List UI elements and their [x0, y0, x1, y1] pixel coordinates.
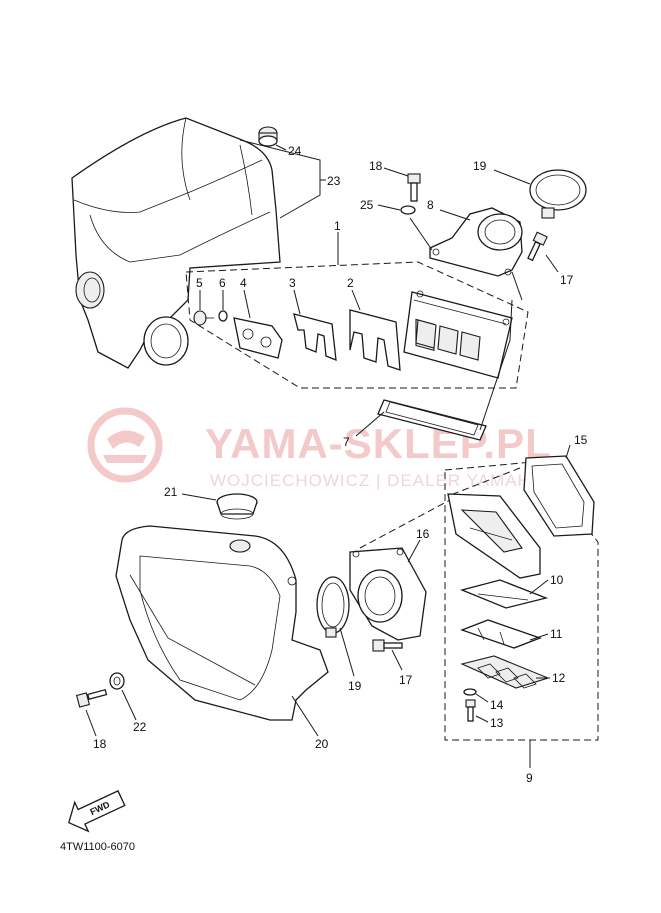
part-19-clamp-top: [529, 169, 587, 219]
part-22-washer: [109, 672, 125, 690]
part-16-joint: [349, 547, 427, 641]
reed-valve-right: [447, 493, 541, 579]
callout-14: 14: [490, 698, 504, 712]
part-12-plate: [460, 655, 550, 689]
callout-18-bottom: 18: [93, 737, 107, 751]
callout-11: 11: [550, 627, 563, 641]
part-7-gasket: [377, 399, 487, 441]
part-3-reed: [293, 313, 337, 362]
callout-10: 10: [550, 573, 564, 587]
reed-valve-body: [403, 290, 513, 379]
watermark-logo: [87, 407, 163, 483]
part-21-grommet: [216, 493, 258, 520]
callout-17-bottom: 17: [399, 673, 413, 687]
callout-7: 7: [343, 435, 350, 449]
callout-18-top: 18: [369, 159, 383, 173]
part-8-joint: [429, 207, 523, 277]
part-13-screw: [465, 699, 476, 722]
part-19-clamp-bottom: [316, 576, 350, 638]
callout-3: 3: [289, 276, 296, 290]
fwd-arrow-icon: FWD: [68, 790, 126, 833]
assembly-9-boundary: [444, 461, 599, 741]
callout-20: 20: [315, 737, 329, 751]
watermark-dealer: WOJCIECHOWICZ | DEALER YAMAHA: [210, 471, 543, 490]
part-11-stopper: [460, 619, 542, 649]
callout-16: 16: [416, 527, 430, 541]
part-18-bolt-top: [407, 173, 421, 202]
callout-19-top: 19: [473, 159, 487, 173]
part-14-washer: [463, 688, 477, 696]
part-18-bolt-bottom: [75, 688, 108, 708]
callout-24: 24: [288, 144, 302, 158]
part-15-gasket: [523, 455, 595, 537]
part-17-screw-top: [527, 231, 548, 262]
callout-2: 2: [347, 276, 354, 290]
callout-17-top: 17: [560, 273, 574, 287]
part-20-case-body: [115, 525, 329, 721]
callout-12: 12: [552, 671, 566, 685]
part-25-washer: [400, 205, 416, 215]
callout-19-bottom: 19: [348, 679, 362, 693]
callout-4: 4: [240, 276, 247, 290]
callout-15: 15: [574, 433, 588, 447]
air-cleaner-case: [71, 117, 281, 369]
callout-9: 9: [526, 771, 533, 785]
part-2-reed: [349, 309, 401, 371]
part-4-stopper: [233, 317, 283, 359]
watermark: YAMA-SKLEP.PL WOJCIECHOWICZ | DEALER YAM…: [87, 407, 552, 490]
diagram-code: 4TW1100-6070: [60, 841, 135, 853]
callout-21: 21: [164, 485, 178, 499]
part-5-screw: [193, 310, 214, 326]
watermark-brand: YAMA-SKLEP.PL: [205, 420, 552, 467]
assembly-1-boundary: [185, 261, 529, 389]
callout-13: 13: [490, 716, 504, 730]
part-10-reed: [459, 579, 549, 609]
callout-6: 6: [219, 276, 226, 290]
part-17-screw-bottom: [372, 639, 403, 652]
part-6-washer: [218, 310, 228, 322]
callout-5: 5: [196, 276, 203, 290]
callout-22: 22: [133, 720, 147, 734]
callout-8: 8: [427, 198, 434, 212]
callout-1: 1: [334, 219, 341, 233]
callout-25: 25: [360, 198, 374, 212]
callout-23: 23: [327, 174, 341, 188]
part-24-grommet: [258, 126, 278, 147]
